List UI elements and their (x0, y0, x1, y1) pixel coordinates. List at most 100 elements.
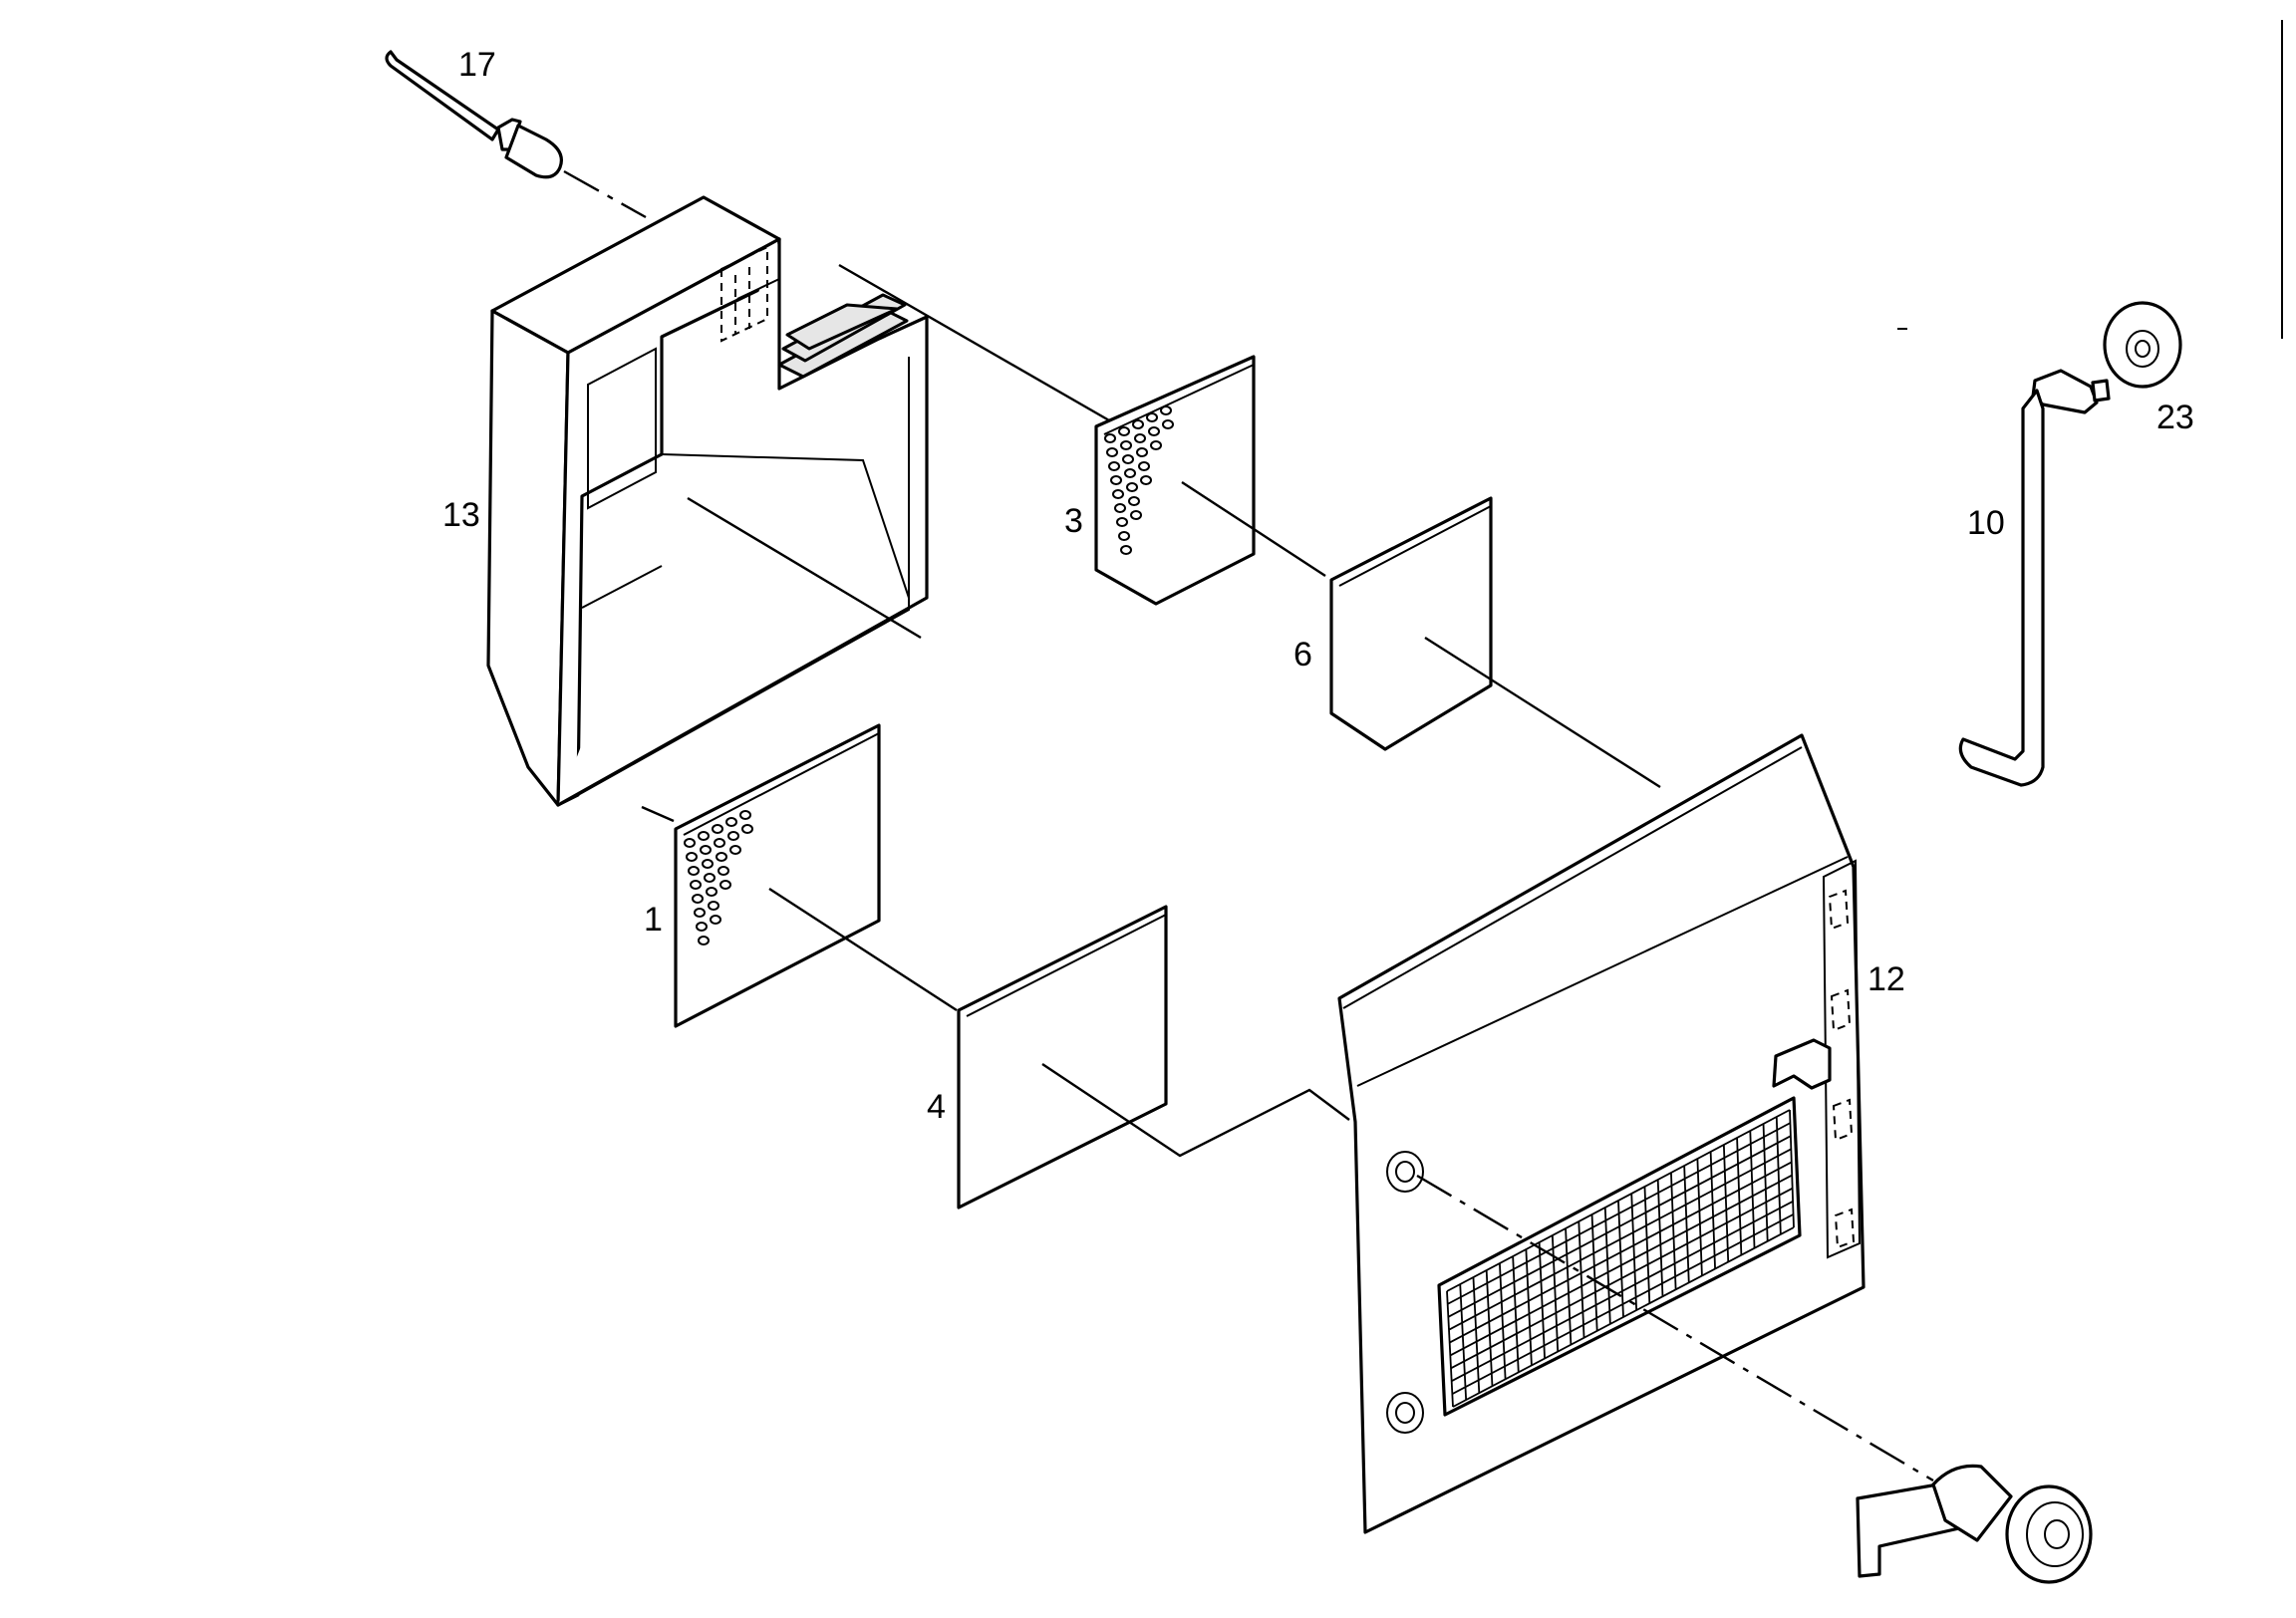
leader-1 (768, 887, 958, 1012)
perforation-hole (698, 936, 710, 945)
perforation-hole (700, 845, 712, 855)
part-6-pad (1329, 496, 1493, 751)
callout-12: 12 (1867, 960, 1905, 998)
mesh-line (1451, 1214, 1794, 1395)
part-latch-lock (1856, 1464, 2093, 1584)
leader-17 (563, 169, 647, 219)
perforation-hole (704, 873, 716, 883)
mesh-line (1565, 1227, 1573, 1345)
perforation-hole (1110, 475, 1122, 485)
perforation-hole (1128, 496, 1140, 506)
perforation-hole (706, 887, 718, 897)
perforation-hole (708, 901, 719, 911)
mesh-line (1656, 1179, 1664, 1297)
perforation-hole (1108, 461, 1120, 471)
perforation-hole (1120, 545, 1132, 555)
mesh-line (1459, 1283, 1468, 1401)
perforation-hole (1148, 426, 1160, 436)
perforation-hole (696, 922, 708, 932)
mesh-line (1617, 1200, 1624, 1318)
perforation-hole (1116, 517, 1128, 527)
perforation-hole (1132, 419, 1144, 429)
mesh-line (1446, 1290, 1454, 1408)
perforation-hole (1150, 440, 1162, 450)
part-3-pad (1094, 355, 1256, 606)
callout-1: 1 (644, 901, 663, 939)
mesh-line (1683, 1165, 1690, 1283)
mesh-line (1448, 1148, 1792, 1331)
perforation-hole (718, 866, 729, 876)
callout-10: 10 (1967, 504, 2005, 542)
perforation-hole (712, 824, 723, 834)
part-4-pad (957, 905, 1168, 1210)
part-1-pad (674, 723, 881, 1028)
mesh-line (1722, 1144, 1730, 1262)
perforation-hole (1118, 426, 1130, 436)
part-13-housing (486, 195, 929, 807)
leader-4 (1041, 1063, 1350, 1158)
perforation-hole (1120, 440, 1132, 450)
mesh-line (1696, 1158, 1703, 1276)
perforation-hole (1104, 433, 1116, 443)
perforation-hole (1140, 475, 1152, 485)
perforation-hole (1122, 454, 1134, 464)
perforation-hole (739, 810, 751, 820)
mesh-line (1525, 1248, 1533, 1366)
perforation-hole (694, 908, 706, 918)
perforation-hole (710, 915, 721, 925)
perforation-hole (1136, 447, 1148, 457)
mesh-line (1603, 1207, 1611, 1324)
part-17-rivet (385, 50, 563, 179)
perforation-hole (716, 852, 727, 862)
perforation-hole (741, 824, 753, 834)
perforation-hole (692, 894, 704, 904)
perforation-hole (1126, 482, 1138, 492)
mesh-line (1749, 1130, 1756, 1248)
mesh-line (1775, 1116, 1782, 1234)
perforation-hole (1134, 433, 1146, 443)
perforation-hole (688, 866, 700, 876)
callout-4: 4 (927, 1088, 946, 1126)
mesh-line (1449, 1161, 1793, 1344)
mesh-line (1447, 1135, 1792, 1318)
callout-6: 6 (1293, 636, 1312, 674)
leader-6 (1424, 636, 1661, 789)
perforation-hole (1130, 510, 1142, 520)
perforation-hole (719, 880, 731, 890)
perforation-holes-1 (684, 810, 753, 945)
mesh-line (1630, 1193, 1638, 1311)
perforation-hole (684, 838, 696, 848)
perforation-hole (698, 831, 710, 841)
ventilation-grille-mesh (1446, 1109, 1795, 1408)
perforation-hole (1124, 468, 1136, 478)
leader-13-left (687, 496, 922, 640)
perforation-hole (1138, 461, 1150, 471)
perforation-hole (690, 880, 702, 890)
leader-13-right (838, 263, 1117, 426)
perforation-holes-3 (1104, 405, 1174, 555)
mesh-line (1736, 1137, 1743, 1255)
mesh-line (1449, 1174, 1793, 1357)
mesh-line (1447, 1122, 1791, 1305)
perforation-hole (1106, 447, 1118, 457)
callout-13: 13 (442, 496, 480, 534)
part-10-handle (1958, 369, 2111, 787)
leader-13-bottom (641, 805, 675, 823)
perforation-hole (1118, 531, 1130, 541)
mesh-line (1762, 1123, 1769, 1241)
mesh-line (1709, 1151, 1716, 1269)
mesh-line (1452, 1226, 1795, 1408)
perforation-hole (714, 838, 725, 848)
part-12-door-panel (1337, 733, 1866, 1534)
perforation-hole (1160, 405, 1172, 415)
mesh-line (1670, 1172, 1677, 1290)
mesh-line (1512, 1255, 1520, 1373)
mesh-line (1590, 1214, 1598, 1331)
perforation-hole (1114, 503, 1126, 513)
leader-3 (1181, 480, 1326, 578)
mesh-line (1446, 1109, 1791, 1292)
perforation-hole (725, 817, 737, 827)
mesh-line (1538, 1241, 1546, 1359)
mesh-line (1643, 1186, 1651, 1304)
